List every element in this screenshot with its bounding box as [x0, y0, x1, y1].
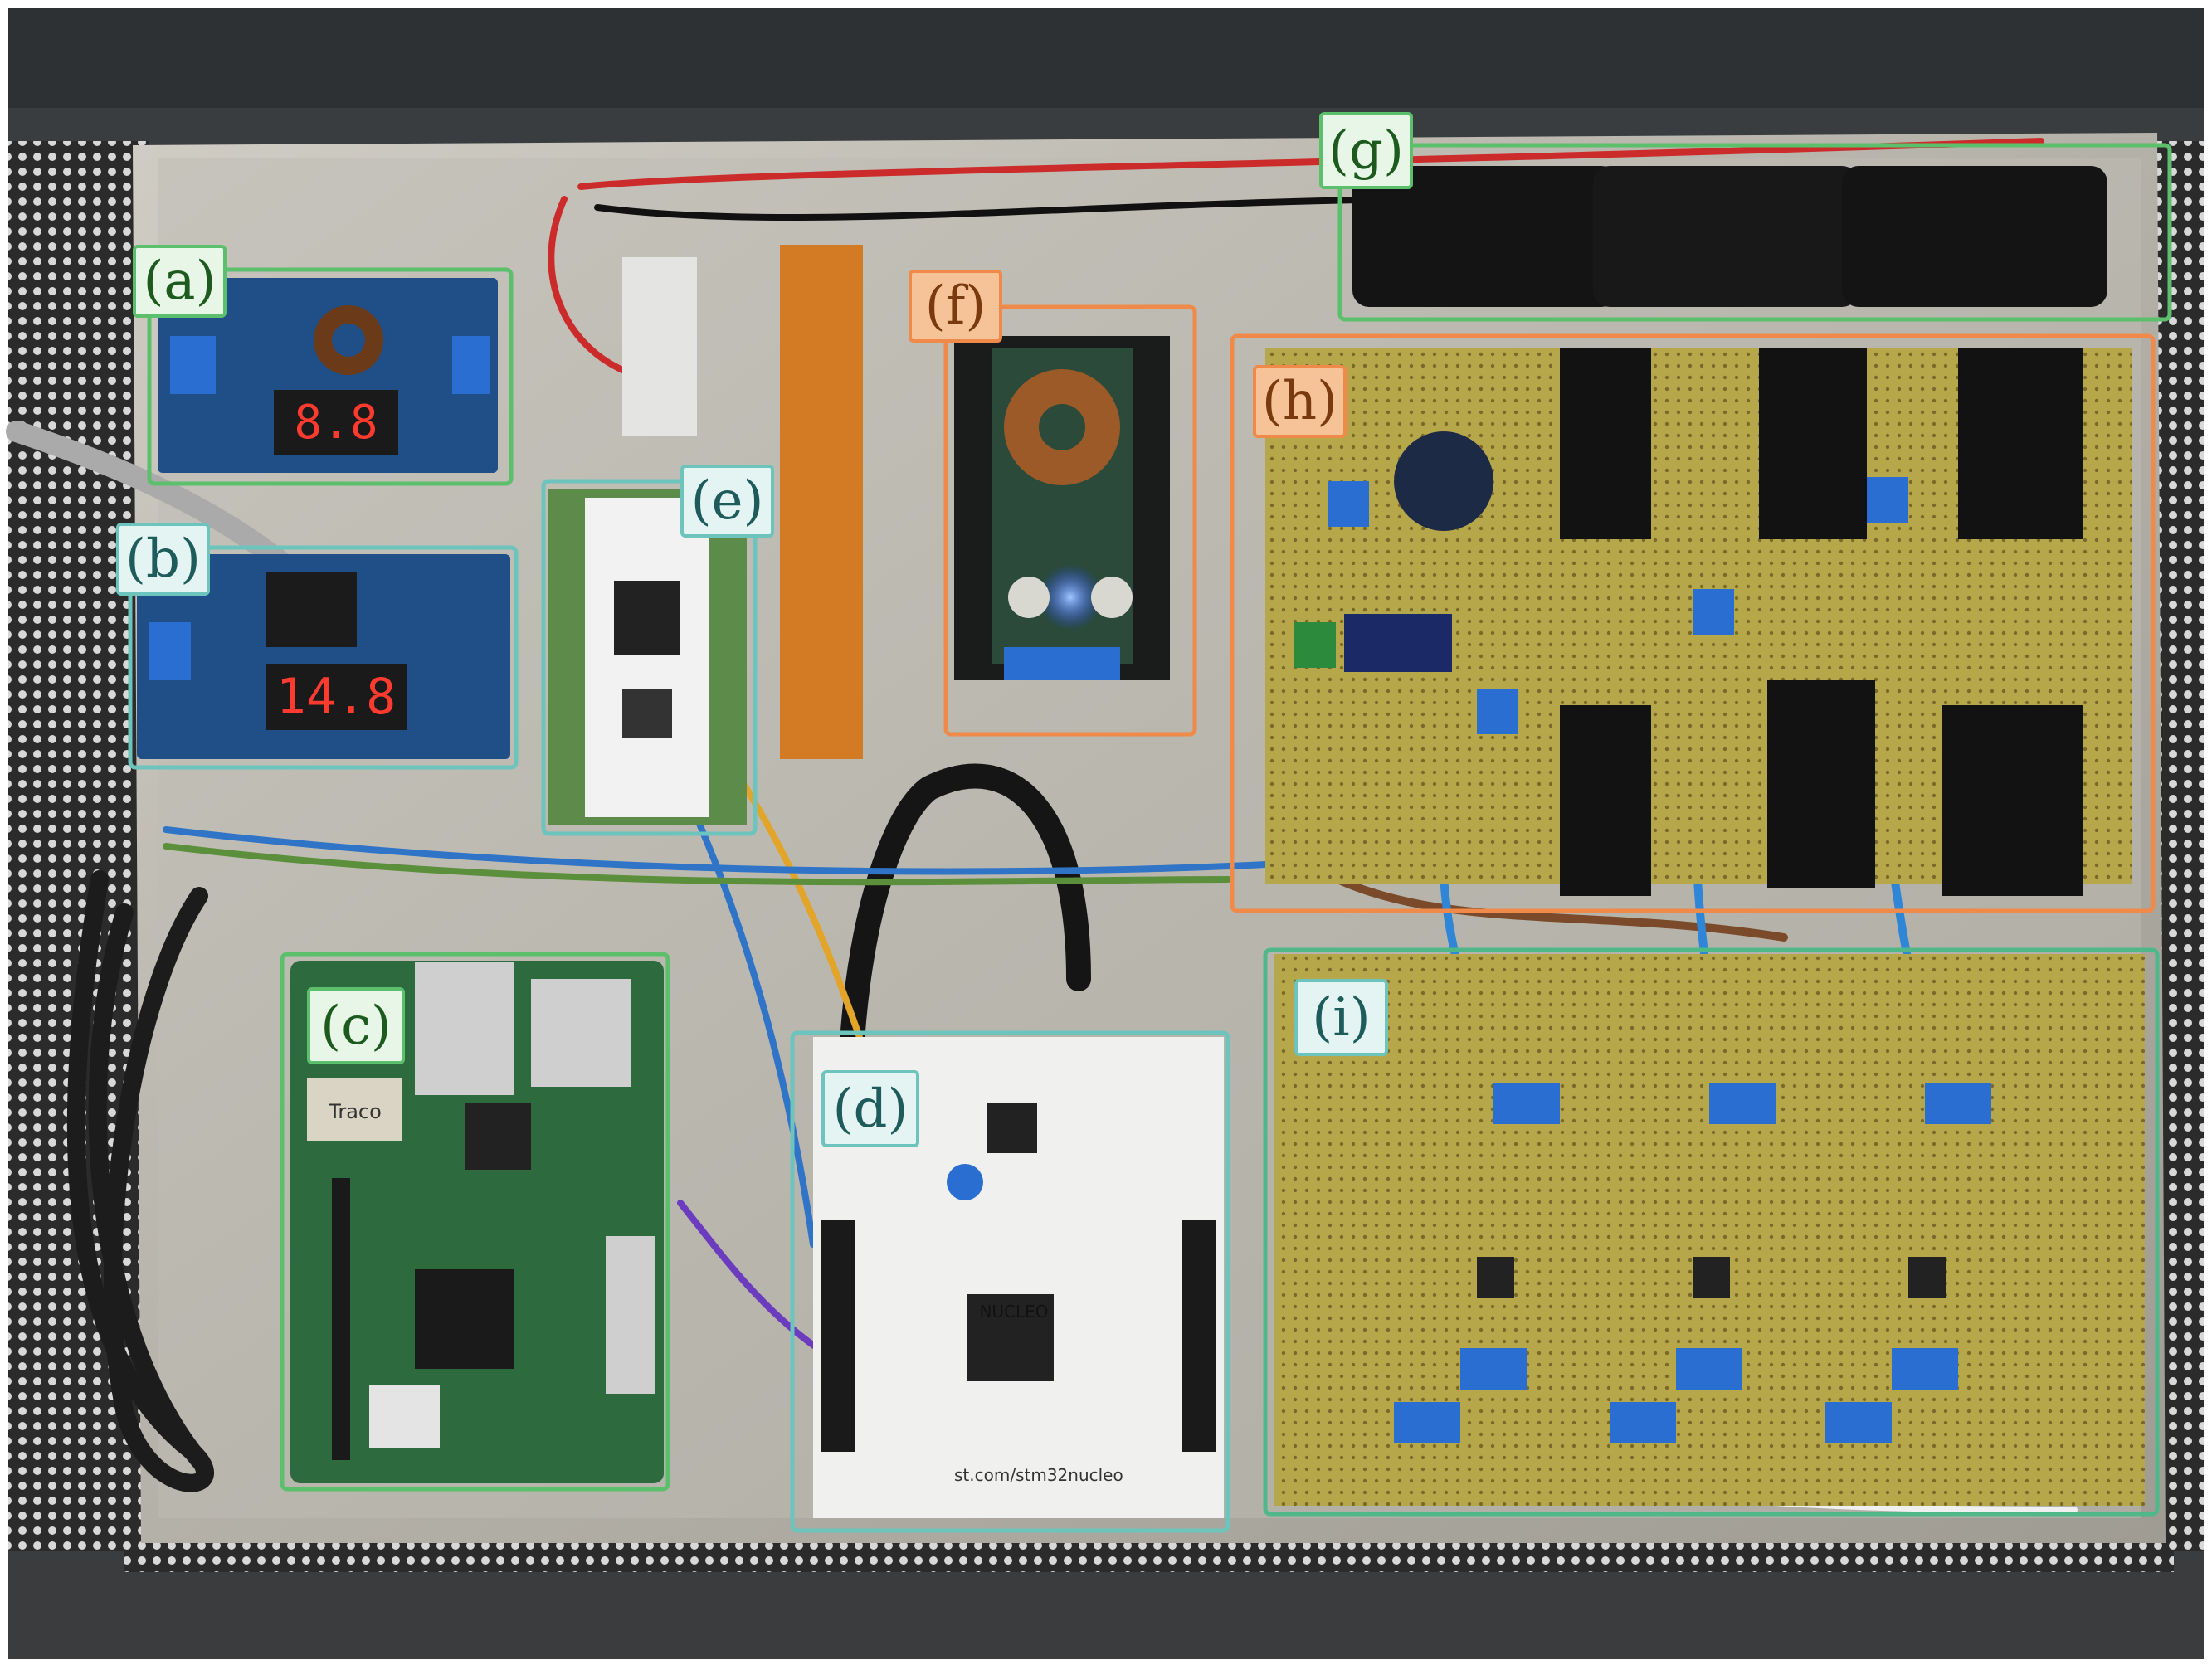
box-h [1230, 333, 2156, 913]
box-c [280, 952, 670, 1492]
svg-text:NUCLEO: NUCLEO [979, 1302, 1048, 1322]
raspberry-pi-c: Traco [290, 961, 664, 1483]
label-f: (f) [909, 270, 1002, 343]
label-b: (b) [116, 523, 210, 596]
svg-text:14.8: 14.8 [276, 668, 397, 726]
label-c: (c) [307, 987, 405, 1064]
dc-dc-converter-f [954, 336, 1170, 680]
buck-converter-b: 14.8 [137, 554, 510, 759]
box-f [943, 304, 1197, 737]
box-g [1337, 143, 2172, 322]
svg-text:8.8: 8.8 [294, 396, 378, 450]
signal-protoboard-i [1274, 954, 2145, 1506]
box-a [147, 267, 514, 486]
box-b [128, 545, 519, 770]
cooling-fans-g [1352, 166, 2107, 307]
svg-text:st.com/stm32nucleo: st.com/stm32nucleo [954, 1465, 1123, 1485]
box-e [541, 479, 758, 836]
annotation-boxes [128, 143, 2172, 1533]
nucleo64-board-d: NUCLEO st.com/stm32nucleo [813, 1037, 1224, 1518]
nucleo32-board-e [548, 489, 747, 825]
power-protoboard-h [1265, 348, 2132, 896]
label-h: (h) [1253, 365, 1347, 438]
label-e: (e) [680, 465, 774, 538]
label-g: (g) [1319, 112, 1413, 189]
buck-converter-a: 8.8 [158, 278, 498, 473]
terminal-blocks [622, 245, 863, 759]
box-d [790, 1030, 1230, 1533]
label-d: (d) [821, 1070, 919, 1147]
label-i: (i) [1294, 979, 1388, 1056]
label-a: (a) [133, 245, 227, 318]
svg-text:Traco: Traco [328, 1100, 382, 1123]
box-i [1263, 947, 2160, 1517]
